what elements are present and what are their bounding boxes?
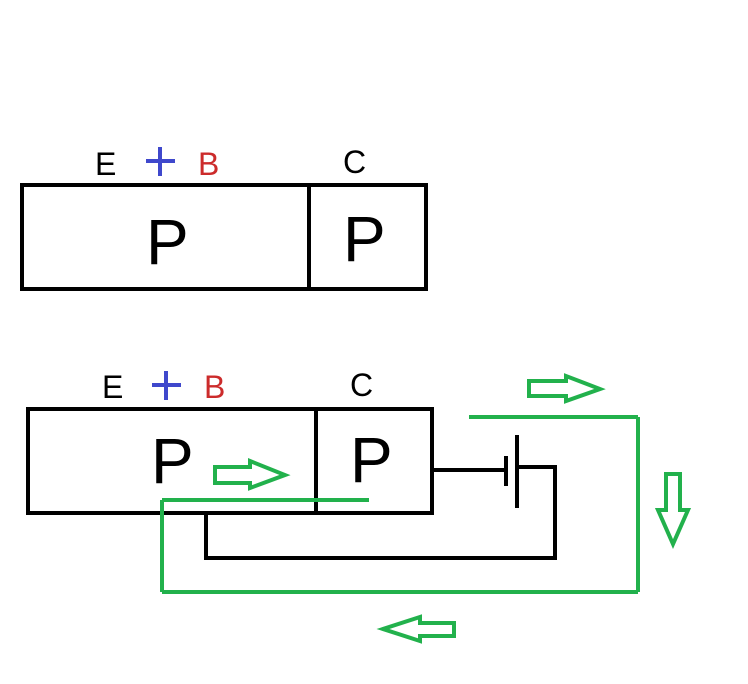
battery-icon <box>504 435 519 508</box>
bottom-collector-label: C <box>350 367 373 403</box>
arrow-right-icon <box>213 458 291 491</box>
bottom-emitter-label: E <box>102 369 123 405</box>
bottom-right-region-label: P <box>350 424 393 496</box>
external-circuit <box>204 435 557 560</box>
top-right-region-label: P <box>343 203 386 275</box>
bottom-base-label: B <box>204 369 225 405</box>
top-transistor: E B C P P <box>20 144 428 291</box>
return-wire <box>204 465 557 560</box>
plus-icon <box>146 147 175 176</box>
plus-icon <box>152 371 181 400</box>
bottom-left-region-label: P <box>151 425 194 497</box>
arrow-down-icon <box>654 472 692 549</box>
top-left-region-label: P <box>146 206 189 278</box>
top-collector-label: C <box>343 144 366 180</box>
top-base-label: B <box>198 146 219 182</box>
top-emitter-label: E <box>95 146 116 182</box>
current-loop <box>160 415 640 594</box>
bottom-transistor: E B C P P <box>26 367 434 515</box>
arrow-left-icon <box>376 614 456 644</box>
current-arrows <box>213 373 692 644</box>
bottom-collector-region <box>314 407 434 515</box>
arrow-right-icon <box>527 373 606 404</box>
top-collector-region <box>307 183 428 291</box>
